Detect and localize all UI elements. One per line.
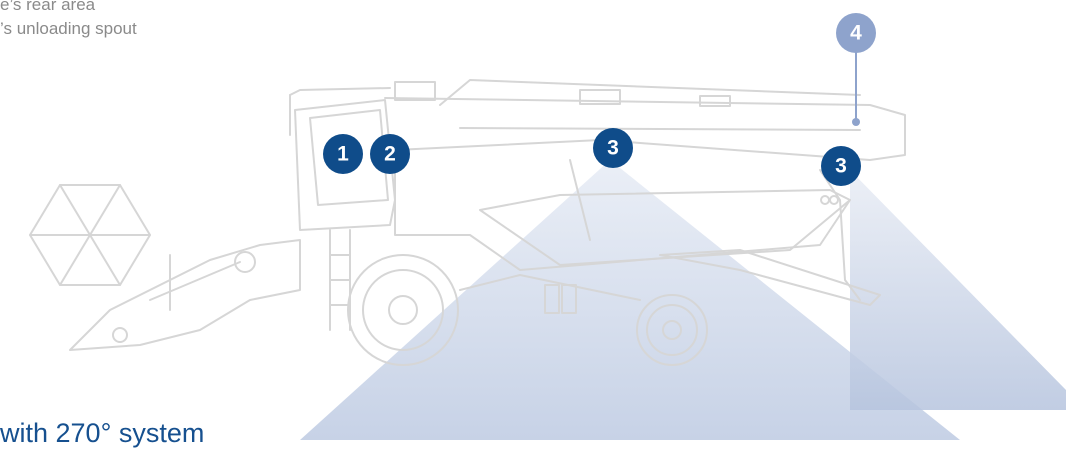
marker-1: 1 bbox=[323, 134, 363, 174]
marker-1-label: 1 bbox=[337, 143, 349, 166]
marker-3-rear-label: 3 bbox=[835, 155, 847, 178]
marker-3-center-label: 3 bbox=[607, 137, 619, 160]
camera-beam-rear bbox=[850, 170, 1066, 410]
marker-3-rear: 3 bbox=[821, 146, 861, 186]
system-heading: with 270° system bbox=[0, 417, 204, 449]
marker-3-center: 3 bbox=[593, 128, 633, 168]
marker-4: 4 bbox=[836, 13, 876, 53]
marker-4-label: 4 bbox=[850, 22, 862, 45]
marker-4-pointer-dot bbox=[852, 118, 860, 126]
marker-2-label: 2 bbox=[384, 143, 396, 166]
marker-2: 2 bbox=[370, 134, 410, 174]
